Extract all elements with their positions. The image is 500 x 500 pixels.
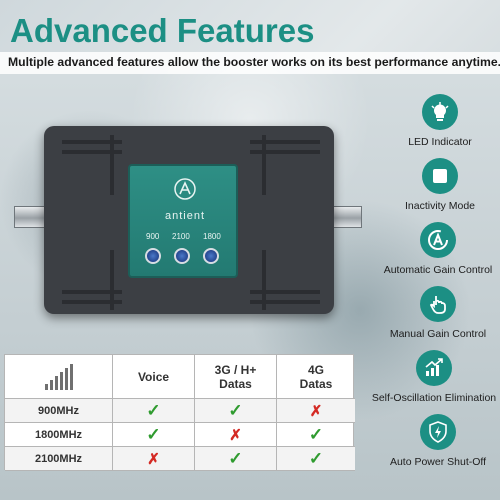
row-label: 1800MHz [5,423,113,447]
cross-icon: ✗ [229,426,242,444]
device-ridge [250,150,320,154]
hand-pointer-icon [420,286,456,322]
device-ridge [262,135,266,195]
brand-logo-icon [174,178,196,200]
check-icon: ✓ [228,400,243,420]
signal-bars-icon [44,363,73,390]
gain-knob[interactable] [203,248,219,264]
table-cell: ✓ [195,399,277,423]
auto-a-icon [420,222,456,258]
feature-auto-power-shut-off: Auto Power Shut-Off [380,414,496,468]
device-ridge [110,250,114,310]
device-ridge [110,135,114,195]
band-label: 2100 [172,232,190,241]
table-cell: ✗ [277,399,355,423]
row-label: 900MHz [5,399,113,423]
check-icon: ✓ [146,424,161,444]
led-bulb-icon [422,94,458,130]
feature-label: Self-Oscillation Elimination [371,392,497,404]
table-cell: ✓ [277,423,355,447]
check-icon: ✓ [228,448,243,468]
cross-icon: ✗ [309,402,323,420]
device-ridge [250,300,320,304]
band-label: 1800 [203,232,221,241]
device-ridge [62,300,122,304]
table-cell: ✗ [113,447,195,471]
feature-label: LED Indicator [408,136,472,148]
table-cell: ✗ [195,423,277,447]
column-header-4g: 4G Datas [277,355,355,399]
feature-label: Manual Gain Control [389,328,487,340]
feature-automatic-gain-control: Automatic Gain Control [376,222,500,276]
table-cell: ✓ [277,447,355,471]
device-ridge [62,150,122,154]
column-header-voice: Voice [113,355,195,399]
device-ridge [250,290,320,294]
band-label: 900 [146,232,160,241]
cross-icon: ✗ [147,450,160,468]
device-ridge [62,140,122,144]
check-icon: ✓ [308,424,324,444]
device-ridge [262,250,266,310]
feature-inactivity-mode: Inactivity Mode [390,158,490,212]
feature-led-indicator: LED Indicator [390,94,490,148]
feature-label: Automatic Gain Control [383,264,493,276]
band-compatibility-table: Voice 3G / H+ Datas 4G Datas 900MHz ✓ ✓ … [4,354,355,471]
trend-chart-icon [416,350,452,386]
page-title: Advanced Features [10,12,315,49]
table-cell: ✓ [113,399,195,423]
feature-label: Auto Power Shut-Off [389,456,487,468]
column-header-3g: 3G / H+ Datas [195,355,277,399]
row-label: 2100MHz [5,447,113,471]
device-ridge [250,140,320,144]
page-subtitle: Multiple advanced features allow the boo… [0,52,500,74]
device-brand: antient [164,210,206,222]
feature-label: Inactivity Mode [404,200,476,212]
gain-knob[interactable] [174,248,190,264]
feature-self-oscillation-elimination: Self-Oscillation Elimination [368,350,500,404]
stop-square-icon [422,158,458,194]
signal-bars-header [5,355,113,399]
table-cell: ✓ [195,447,277,471]
lightning-shield-icon [420,414,456,450]
left-antenna-connector [14,206,48,228]
device-ridge [62,290,122,294]
check-icon: ✓ [146,400,161,420]
feature-manual-gain-control: Manual Gain Control [380,286,496,340]
table-cell: ✓ [113,423,195,447]
gain-knob[interactable] [145,248,161,264]
check-icon: ✓ [308,448,324,468]
